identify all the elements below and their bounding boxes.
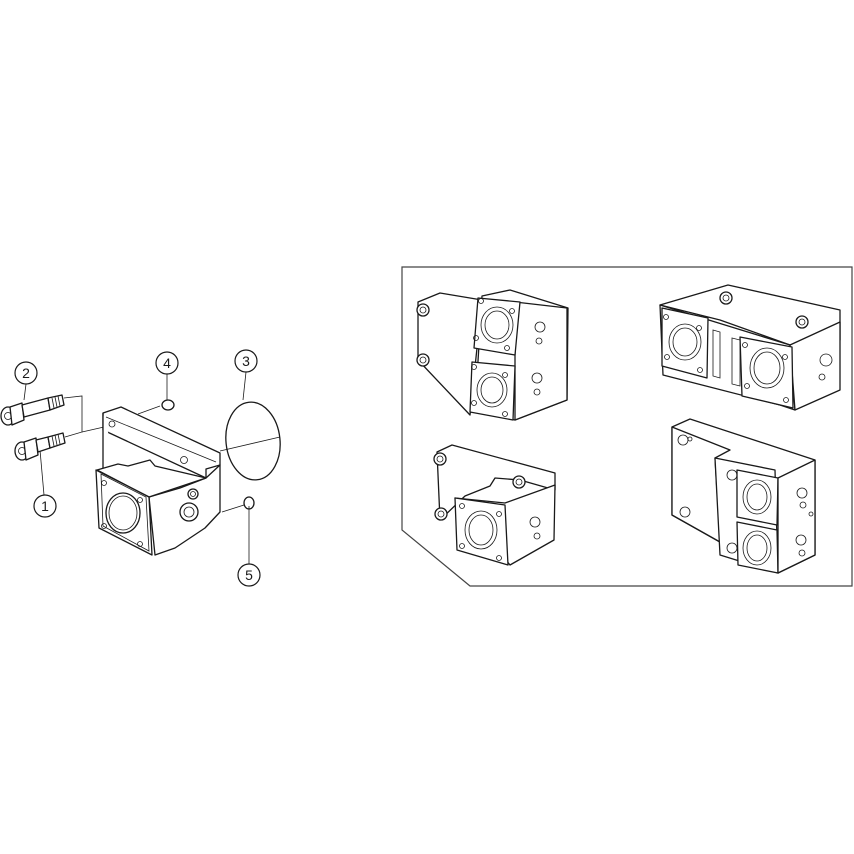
callout-3-label: 3 (242, 353, 250, 369)
callout-2-label: 2 (22, 365, 30, 381)
leader-lines (23, 371, 281, 564)
screw-short (14, 432, 66, 461)
callout-5-label: 5 (245, 567, 253, 583)
callout-1-label: 1 (41, 498, 49, 514)
variant-top-right (659, 284, 841, 411)
callout-3: 3 (234, 349, 258, 373)
callout-5: 5 (237, 563, 261, 587)
main-block (95, 406, 221, 556)
variants-frame (401, 266, 853, 587)
variant-bottom-left (433, 444, 556, 566)
variants-panel (401, 266, 853, 587)
o-ring-small-top (161, 399, 175, 411)
callout-2: 2 (14, 361, 38, 385)
o-ring-small-side (243, 496, 255, 510)
callout-4: 4 (155, 351, 179, 375)
variant-top-left (416, 289, 569, 421)
callout-1: 1 (33, 494, 57, 518)
exploded-view: 2 1 4 3 5 (0, 349, 281, 587)
o-ring-large (225, 401, 281, 481)
variant-bottom-right (671, 418, 816, 574)
screw-long (0, 394, 65, 426)
callout-4-label: 4 (163, 355, 171, 371)
